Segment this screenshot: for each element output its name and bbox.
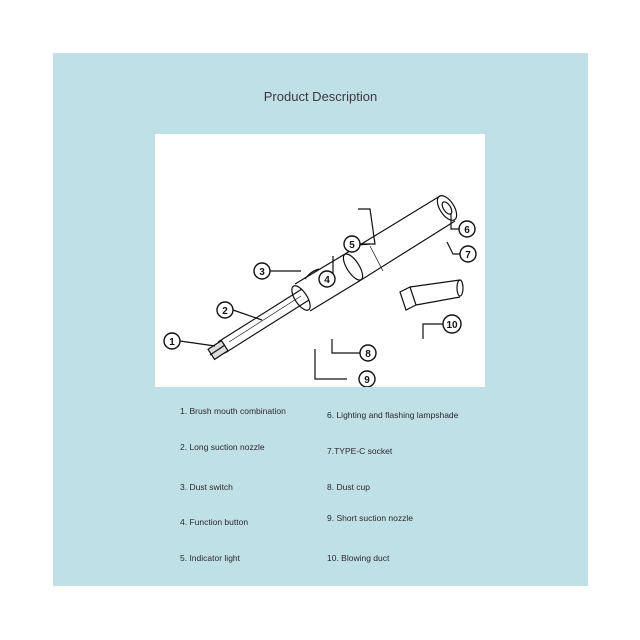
callout-3: 3 [253,262,271,280]
leader-line-2 [232,309,263,321]
callout-7: 7 [459,245,477,263]
parts-left-item-4: 4. Function button [180,517,249,527]
svg-text:5: 5 [349,240,355,251]
parts-right-item-8: 8. Dust cup [327,482,370,492]
leader-line-10 [422,323,444,339]
svg-text:4: 4 [324,275,330,286]
leader-line-1 [179,340,216,347]
svg-text:3: 3 [259,267,265,278]
product-description-panel: Product Description [53,53,588,586]
parts-left-item-3: 3. Dust switch [180,482,233,492]
svg-text:10: 10 [446,320,458,331]
long-nozzle-drawing [217,288,310,354]
leader-line-9 [314,349,347,380]
parts-left-item-1: 1. Brush mouth combination [180,406,286,416]
parts-right-item-7: 7.TYPE-C socket [327,446,393,456]
product-diagram: 1 2 3 4 5 6 7 [155,134,485,387]
parts-right-item-10: 10. Blowing duct [327,553,390,563]
leader-line-5b [358,208,376,245]
vacuum-pen-illustration: 1 2 3 4 5 6 7 [163,195,477,387]
svg-text:7: 7 [465,250,471,261]
dust-cup-drawing [291,253,362,312]
leader-line-8 [331,339,360,354]
callout-1: 1 [163,332,181,350]
svg-text:1: 1 [169,337,175,348]
parts-right-item-6: 6. Lighting and flashing lampshade [327,410,459,420]
svg-text:6: 6 [464,225,470,236]
page-title: Product Description [263,89,378,104]
parts-left-item-5: 5. Indicator light [180,553,241,563]
parts-left-item-2: 2. Long suction nozzle [180,442,265,452]
callout-9: 9 [358,370,376,387]
callout-5: 5 [343,235,361,253]
svg-text:2: 2 [222,306,228,317]
callout-8: 8 [359,344,377,362]
parts-right-item-9: 9. Short suction nozzle [327,513,413,523]
callout-6: 6 [458,220,476,238]
callout-10: 10 [442,314,462,334]
svg-text:9: 9 [364,375,370,386]
callout-4: 4 [318,270,336,288]
blowing-duct-drawing [399,279,464,311]
svg-text:8: 8 [365,349,371,360]
callout-2: 2 [216,301,234,319]
brush-mouth-drawing [207,339,229,361]
